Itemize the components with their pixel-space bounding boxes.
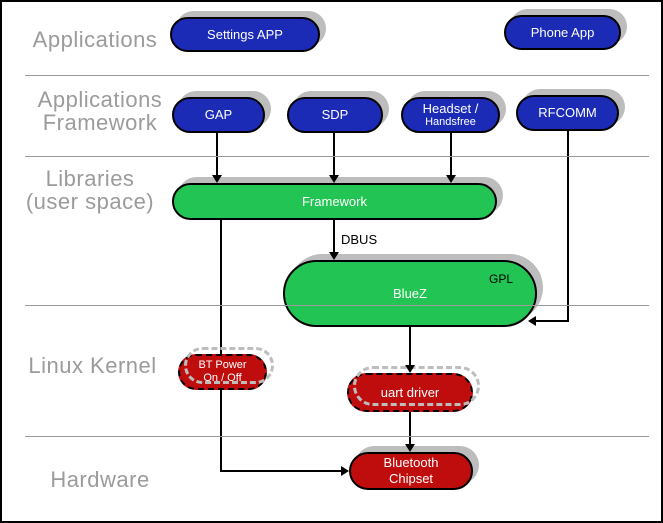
arrowhead-framework-bluez [329, 252, 339, 260]
connector-bluez-uart [409, 327, 411, 366]
arrowhead-bluez-uart [405, 365, 415, 373]
connector-uart-chipset [409, 412, 411, 445]
layer-label-line: Applications [37, 87, 163, 112]
layer-label-applications: Applications [20, 28, 170, 51]
node-bt-power: BT Power On / Off [178, 347, 274, 390]
connector-headset-framework [450, 133, 452, 177]
node-label: GAP [204, 107, 233, 123]
arrowhead-rfcomm-bluez [528, 316, 536, 326]
node-rfcomm: RFCOMM [516, 95, 619, 131]
layer-label-hardware: Hardware [25, 468, 175, 491]
arrowhead-gap-framework [212, 175, 222, 183]
node-label: BT Power [198, 358, 247, 371]
node-label: Phone App [530, 24, 595, 40]
node-label: Chipset [388, 471, 434, 486]
node-label: Headset / [422, 100, 479, 116]
connector-gap-framework [216, 133, 218, 177]
node-bluez: GPL BlueZ [283, 260, 537, 327]
node-gap: GAP [172, 97, 265, 133]
node-label: SDP [321, 107, 349, 123]
connector-rfcomm-bluez-horizontal [536, 320, 569, 322]
node-label: Settings APP [207, 26, 283, 42]
divider-kernel-hardware [25, 436, 649, 437]
node-bluetooth-chipset: Bluetooth Chipset [349, 452, 473, 490]
connector-btpower-chipset-horizontal [220, 470, 342, 472]
layer-label-line: Framework [42, 110, 158, 135]
layer-label-line: Libraries [45, 166, 135, 191]
node-label: Framework [301, 193, 367, 209]
node-label: On / Off [203, 372, 242, 384]
divider-applications-framework [25, 75, 649, 76]
divider-libraries-kernel [25, 305, 649, 306]
connector-sdp-framework [333, 133, 335, 177]
arrowhead-uart-chipset [405, 444, 415, 452]
node-label: Handsfree [425, 116, 476, 129]
node-label: RFCOMM [538, 105, 597, 121]
dbus-edge-label: DBUS [341, 232, 378, 247]
node-sdp: SDP [287, 97, 383, 133]
gpl-license-badge: GPL [488, 272, 513, 286]
connector-framework-btpower-chipset-vertical [220, 220, 222, 472]
layer-label-line: (user space) [25, 189, 155, 214]
arrowhead-btpower-chipset [341, 466, 349, 476]
node-uart-driver: uart driver [347, 366, 480, 412]
connector-framework-bluez [333, 220, 335, 254]
node-label: BlueZ [393, 285, 427, 301]
layer-label-libraries: Libraries (user space) [10, 167, 170, 213]
divider-framework-libraries [25, 156, 649, 157]
layer-label-line: Hardware [50, 467, 150, 492]
layer-label-line: Applications [32, 27, 158, 52]
arrowhead-headset-framework [446, 175, 456, 183]
node-label: Bluetooth [383, 455, 439, 471]
node-settings-app: Settings APP [170, 17, 320, 52]
layer-label-linux-kernel: Linux Kernel [15, 354, 170, 377]
node-headset-handsfree: Headset / Handsfree [401, 97, 500, 133]
layer-label-line: Linux Kernel [28, 353, 157, 378]
layer-label-applications-framework: Applications Framework [20, 88, 180, 134]
connector-rfcomm-bluez-vertical [567, 131, 569, 322]
arrowhead-sdp-framework [329, 175, 339, 183]
node-label: uart driver [380, 384, 440, 400]
node-phone-app: Phone App [504, 15, 621, 50]
node-framework: Framework [172, 183, 497, 220]
